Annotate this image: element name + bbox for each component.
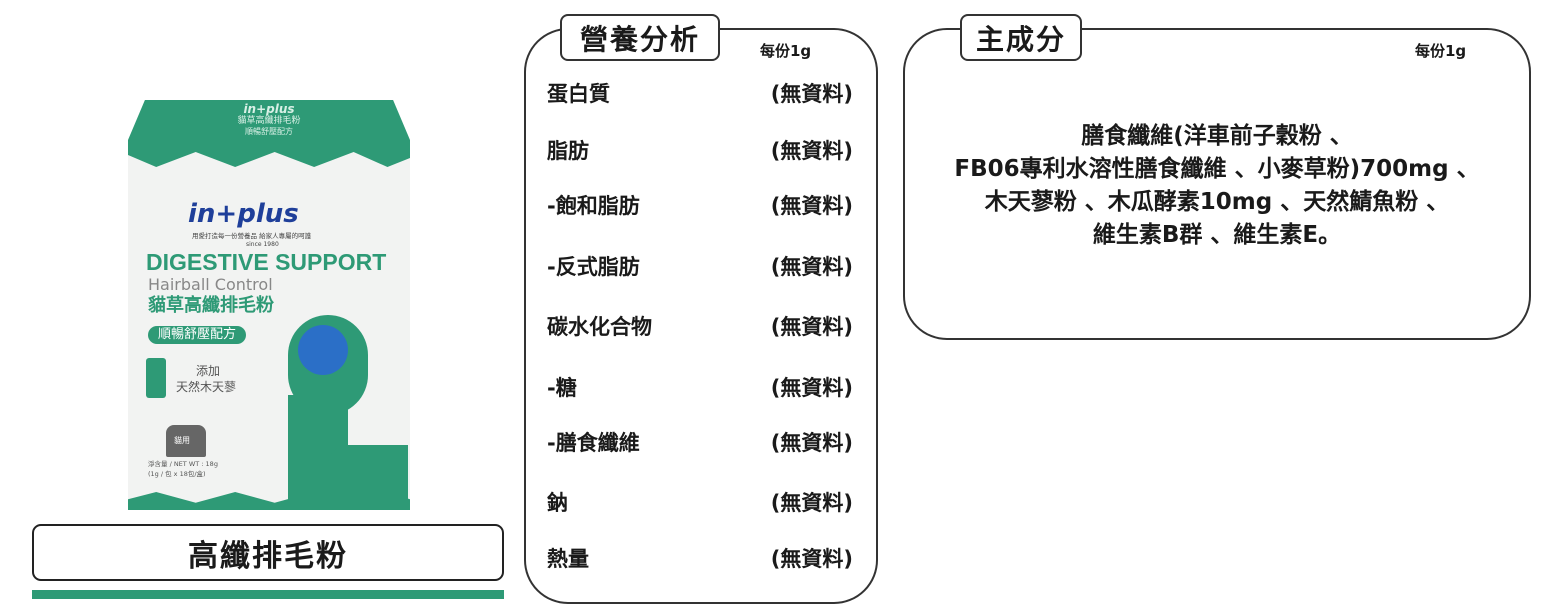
box-additive-2: 天然木天蓼 xyxy=(176,380,237,394)
box-headline: DIGESTIVE SUPPORT xyxy=(146,249,387,275)
ingredient-line: FB06專利水溶性膳食纖維 、小麥草粉)700mg 、 xyxy=(954,156,1480,182)
nutrition-row: 碳水化合物 (無資料) xyxy=(547,311,853,341)
row-label: 脂肪 xyxy=(547,139,589,163)
box-subheadline: Hairball Control xyxy=(148,275,273,294)
nutrition-row: 脂肪 (無資料) xyxy=(547,135,853,165)
ingredients-panel xyxy=(903,28,1531,340)
box-top-brand: in+plus xyxy=(243,102,295,116)
nutrition-row: -飽和脂肪 (無資料) xyxy=(547,190,853,220)
box-formula-badge: 順暢舒壓配方 xyxy=(148,326,247,345)
nutrition-row: -糖 (無資料) xyxy=(547,372,853,402)
nutrition-row: -反式脂肪 (無資料) xyxy=(547,251,853,281)
nutrition-per-serving: 每份1g xyxy=(760,42,812,60)
ingredient-line: 木天蓼粉 、木瓜酵素10mg 、天然鯖魚粉 、 xyxy=(984,189,1450,215)
nutrition-title: 營養分析 xyxy=(560,14,720,61)
product-image: in+plus 貓草高纖排毛粉 順暢舒壓配方 in+plus 用愛打造每一份營養… xyxy=(128,100,410,510)
ingredients-per-serving: 每份1g xyxy=(1415,42,1467,60)
box-since: since 1980 xyxy=(246,241,279,248)
row-label: 碳水化合物 xyxy=(547,315,652,339)
cat-icon xyxy=(166,425,206,457)
row-value: (無資料) xyxy=(770,547,853,571)
box-brand-logo: in+plus xyxy=(188,199,299,229)
box-additive-1: 添加 xyxy=(196,364,221,378)
product-name: 高纖排毛粉 xyxy=(32,524,504,581)
box-cat-label: 貓用 xyxy=(174,436,190,445)
row-value: (無資料) xyxy=(770,82,853,106)
accent-bar xyxy=(32,590,504,599)
ingredients-title: 主成分 xyxy=(960,14,1082,61)
box-chinese-title: 貓草高纖排毛粉 xyxy=(148,295,274,316)
row-label: 鈉 xyxy=(547,491,568,515)
row-label: -糖 xyxy=(547,376,577,400)
box-top-title: 貓草高纖排毛粉 xyxy=(237,116,301,126)
nutrition-panel xyxy=(524,28,878,604)
row-value: (無資料) xyxy=(770,315,853,339)
nutrition-row: 鈉 (無資料) xyxy=(547,487,853,517)
box-net-weight: 淨含量 / NET WT : 18g xyxy=(148,460,218,468)
box-slogan: 用愛打造每一份營養品 給家人專屬的呵護 xyxy=(192,232,312,240)
row-value: (無資料) xyxy=(770,431,853,455)
nutrition-row: 蛋白質 (無資料) xyxy=(547,78,853,108)
nutrition-row: 熱量 (無資料) xyxy=(547,543,853,573)
row-value: (無資料) xyxy=(770,139,853,163)
row-label: 熱量 xyxy=(547,547,589,571)
nutrition-row: -膳食纖維 (無資料) xyxy=(547,427,853,457)
box-top-sub: 順暢舒壓配方 xyxy=(245,127,293,136)
row-label: 蛋白質 xyxy=(547,82,610,106)
row-value: (無資料) xyxy=(770,491,853,515)
row-value: (無資料) xyxy=(770,194,853,218)
row-label: -反式脂肪 xyxy=(547,255,640,279)
ingredient-line: 膳食纖維(洋車前子穀粉 、 xyxy=(1081,123,1353,149)
ingredients-text: 膳食纖維(洋車前子穀粉 、 FB06專利水溶性膳食纖維 、小麥草粉)700mg … xyxy=(905,120,1529,252)
box-pack-info: (1g / 包 x 18包/盒) xyxy=(148,470,206,478)
row-value: (無資料) xyxy=(770,376,853,400)
cactus-icon xyxy=(146,358,166,398)
row-value: (無資料) xyxy=(770,255,853,279)
ingredient-line: 維生素B群 、維生素E。 xyxy=(1092,222,1342,248)
row-label: -飽和脂肪 xyxy=(547,194,640,218)
alpaca-illustration xyxy=(268,315,408,510)
row-label: -膳食纖維 xyxy=(547,431,640,455)
